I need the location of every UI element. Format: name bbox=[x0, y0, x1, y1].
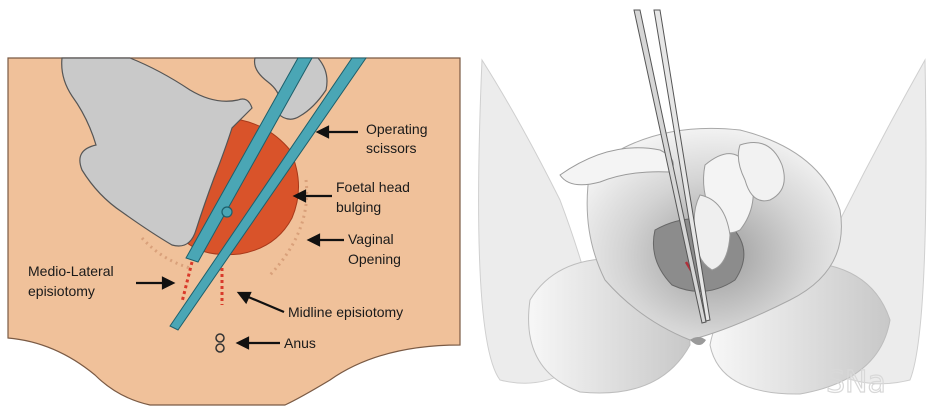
label-episiotomy: episiotomy bbox=[28, 283, 95, 299]
label-vaginal: Vaginal bbox=[348, 231, 394, 247]
label-bulging: bulging bbox=[336, 199, 381, 215]
label-anus: Anus bbox=[284, 335, 316, 351]
label-operating: Operating bbox=[366, 121, 427, 137]
label-medio-lateral: Medio-Lateral bbox=[28, 263, 114, 279]
watermark: SNa bbox=[826, 365, 886, 400]
label-opening: Opening bbox=[348, 251, 401, 267]
label-midline: Midline episiotomy bbox=[288, 304, 403, 320]
label-scissors: scissors bbox=[366, 140, 417, 156]
label-foetal-head: Foetal head bbox=[336, 179, 410, 195]
schematic-diagram: Operating scissors Foetal head bulging V… bbox=[8, 58, 460, 405]
surgical-illustration: SNa bbox=[479, 10, 926, 400]
scissors-pivot bbox=[222, 207, 232, 217]
